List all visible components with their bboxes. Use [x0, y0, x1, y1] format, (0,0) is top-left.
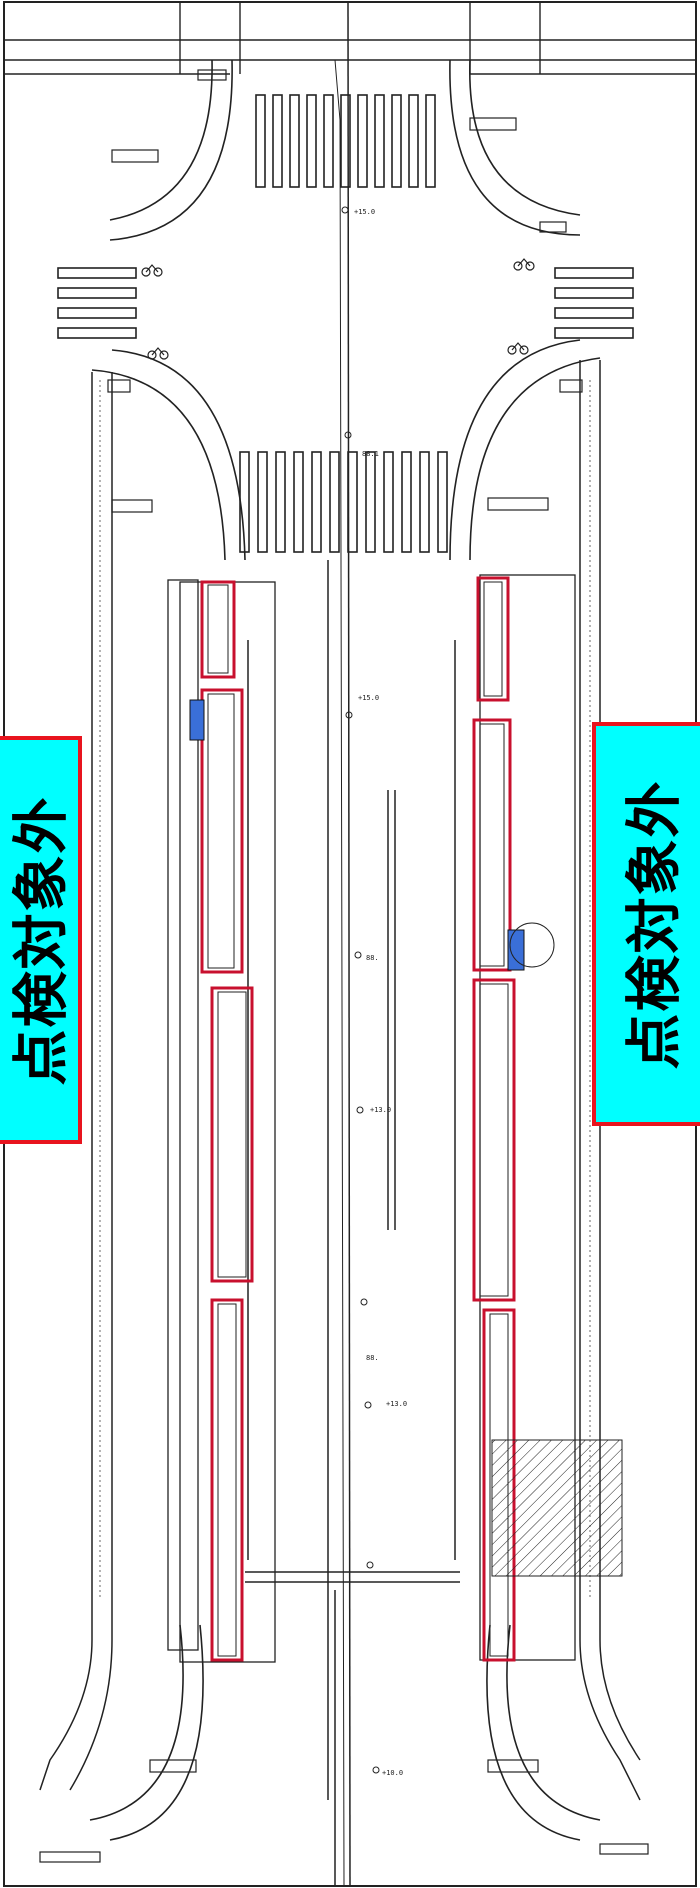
curb-hatching — [99, 380, 591, 1600]
crosswalk-left — [57, 267, 137, 339]
bicycle-icon — [507, 342, 529, 355]
crosswalk-top — [255, 94, 436, 188]
svg-text:88.: 88. — [366, 954, 379, 962]
platform-left-inner — [207, 584, 247, 1657]
platform-left — [167, 579, 276, 1663]
bicycle-icon — [147, 347, 169, 360]
carriageway-lines — [245, 1, 460, 1887]
out-of-scope-label-left: 点検対象外 — [0, 736, 82, 1144]
svg-text:88.1: 88.1 — [362, 450, 379, 458]
elevation-markers — [341, 206, 380, 1774]
intersection-curves — [89, 59, 601, 1841]
tactile-blocks — [39, 69, 649, 1863]
shelter-circle — [509, 922, 555, 968]
outer-sidewalk-lines — [39, 360, 641, 1801]
svg-text:+10.0: +10.0 — [382, 1769, 403, 1777]
platform-left-highlight — [200, 580, 254, 1662]
bicycle-icon — [513, 258, 535, 271]
bicycle-icon — [141, 264, 163, 277]
svg-text:+13.0: +13.0 — [370, 1106, 391, 1114]
crosswalk-middle — [239, 451, 448, 553]
elevation-texts: +15.0 +15.0 +13.0 +13.0 +10.0 88.1 88. 8… — [354, 208, 407, 1777]
out-of-scope-label-right: 点検対象外 — [592, 722, 700, 1126]
out-of-scope-text-right: 点検対象外 — [622, 779, 688, 1069]
equipment-left — [189, 699, 205, 741]
top-street — [4, 2, 696, 75]
svg-text:+15.0: +15.0 — [354, 208, 375, 216]
out-of-scope-text-left: 点検対象外 — [9, 795, 75, 1085]
svg-text:+13.0: +13.0 — [386, 1400, 407, 1408]
svg-text:+15.0: +15.0 — [358, 694, 379, 702]
hatched-zone — [491, 1439, 623, 1577]
svg-text:88.: 88. — [366, 1354, 379, 1362]
crosswalk-right — [554, 267, 634, 339]
